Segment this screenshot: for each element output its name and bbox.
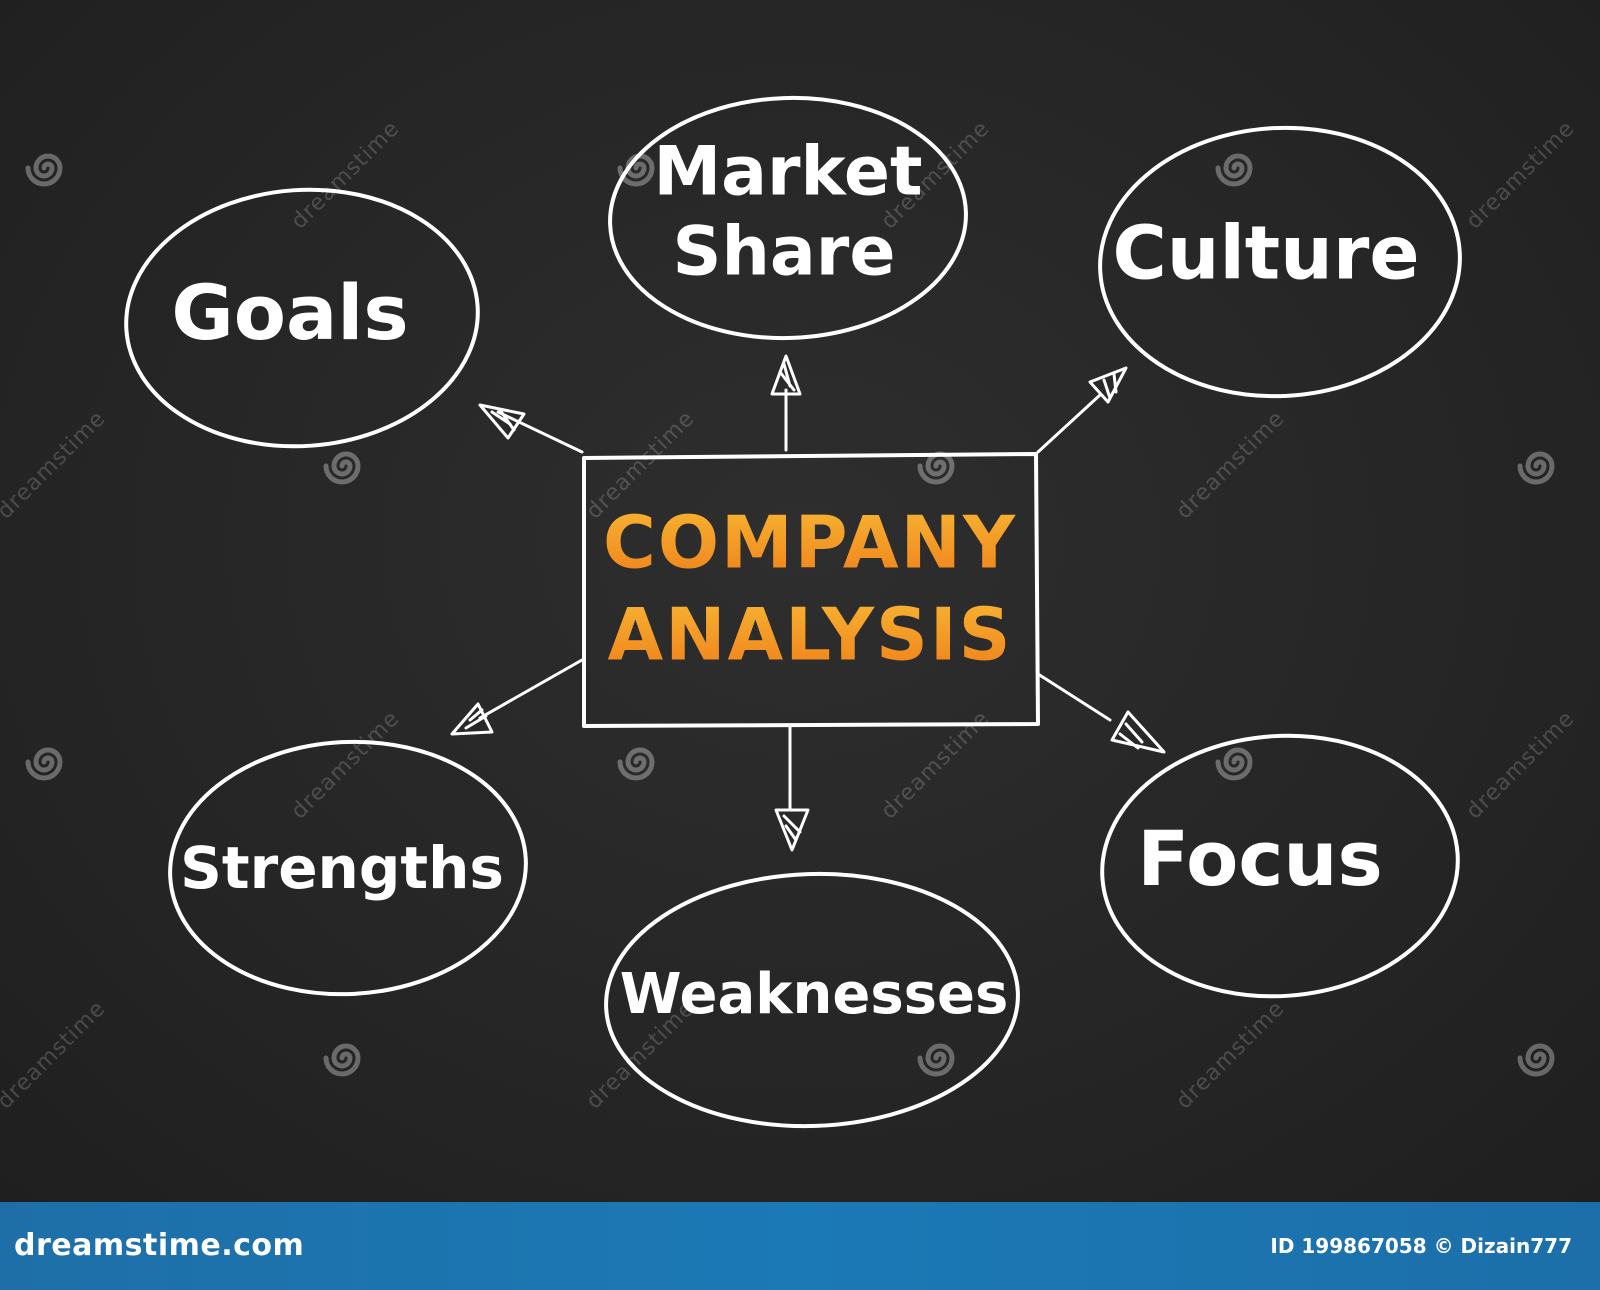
mind-map-diagram: dreamstime dreamstime dreamstime dreamst… <box>0 95 1580 1129</box>
watermark-text: dreamstime <box>1172 406 1290 524</box>
arrowhead-strengths <box>450 702 494 736</box>
node-market-share-ellipse <box>608 95 968 341</box>
arrowhead-culture <box>1088 366 1128 404</box>
center-title-line2: ANALYSIS <box>607 593 1012 677</box>
watermark-spiral-icon <box>28 750 60 778</box>
node-strengths: Strengths <box>168 739 528 997</box>
node-weaknesses-ellipse <box>604 871 1020 1129</box>
watermark-spiral-icon <box>920 454 952 482</box>
arrowhead-goals <box>478 403 526 440</box>
watermark-spiral-icon <box>1520 1046 1552 1074</box>
node-culture-ellipse <box>1098 125 1462 399</box>
watermark-text: dreamstime <box>1462 116 1580 234</box>
center-node: COMPANY ANALYSIS <box>582 452 1040 728</box>
connector-culture <box>1036 393 1102 454</box>
watermark-spiral-icon <box>326 1046 358 1074</box>
node-goals: Goals <box>124 187 480 449</box>
footer-site-logo: dreamstime.com <box>14 1228 305 1263</box>
watermark-spiral-icon <box>620 750 652 778</box>
node-weaknesses-label: Weaknesses <box>620 962 1009 1027</box>
watermark-spiral-icon <box>1218 750 1250 778</box>
chalkboard: dreamstime dreamstime dreamstime dreamst… <box>0 0 1600 1202</box>
arrowhead-market-share <box>770 354 802 396</box>
center-title-line1: COMPANY <box>603 501 1017 585</box>
node-strengths-label: Strengths <box>180 834 504 902</box>
connector-layer <box>450 354 1166 852</box>
center-box <box>582 452 1040 728</box>
watermark-spiral-icon <box>920 1046 952 1074</box>
footer-id-credit: ID 199867058 © Dizain777 <box>1270 1234 1572 1258</box>
watermark-spiral-icon <box>326 454 358 482</box>
connector-goals <box>496 410 584 454</box>
node-strengths-ellipse <box>168 739 528 997</box>
watermark-text: dreamstime <box>287 116 405 234</box>
node-market-share-label-line1: Market <box>653 133 922 212</box>
watermark-text: dreamstime <box>1172 996 1290 1114</box>
node-goals-ellipse <box>124 187 480 449</box>
node-goals-label: Goals <box>171 268 408 357</box>
watermark-text: dreamstime <box>1462 706 1580 824</box>
connector-strengths <box>478 658 584 720</box>
node-market-share-label-line2: Share <box>673 213 896 292</box>
arrowhead-focus <box>1110 710 1166 754</box>
watermark-text: dreamstime <box>287 706 405 824</box>
watermark-text: dreamstime <box>0 996 111 1114</box>
watermark-text: dreamstime <box>0 406 111 524</box>
connector-focus <box>1036 672 1112 722</box>
node-culture-label: Culture <box>1112 211 1419 297</box>
node-culture: Culture <box>1098 125 1462 399</box>
watermark-spiral-icon <box>1520 454 1552 482</box>
footer-bar: dreamstime.com ID 199867058 © Dizain777 <box>0 1202 1600 1290</box>
node-focus-label: Focus <box>1137 814 1382 903</box>
watermark-spiral-icon <box>1218 156 1250 184</box>
node-market-share: Market Share <box>608 95 968 341</box>
node-focus: Focus <box>1100 733 1460 999</box>
node-focus-ellipse <box>1100 733 1460 999</box>
watermark-spiral-icon <box>28 156 60 184</box>
node-weaknesses: Weaknesses <box>604 871 1020 1129</box>
arrowhead-weaknesses <box>774 808 810 852</box>
